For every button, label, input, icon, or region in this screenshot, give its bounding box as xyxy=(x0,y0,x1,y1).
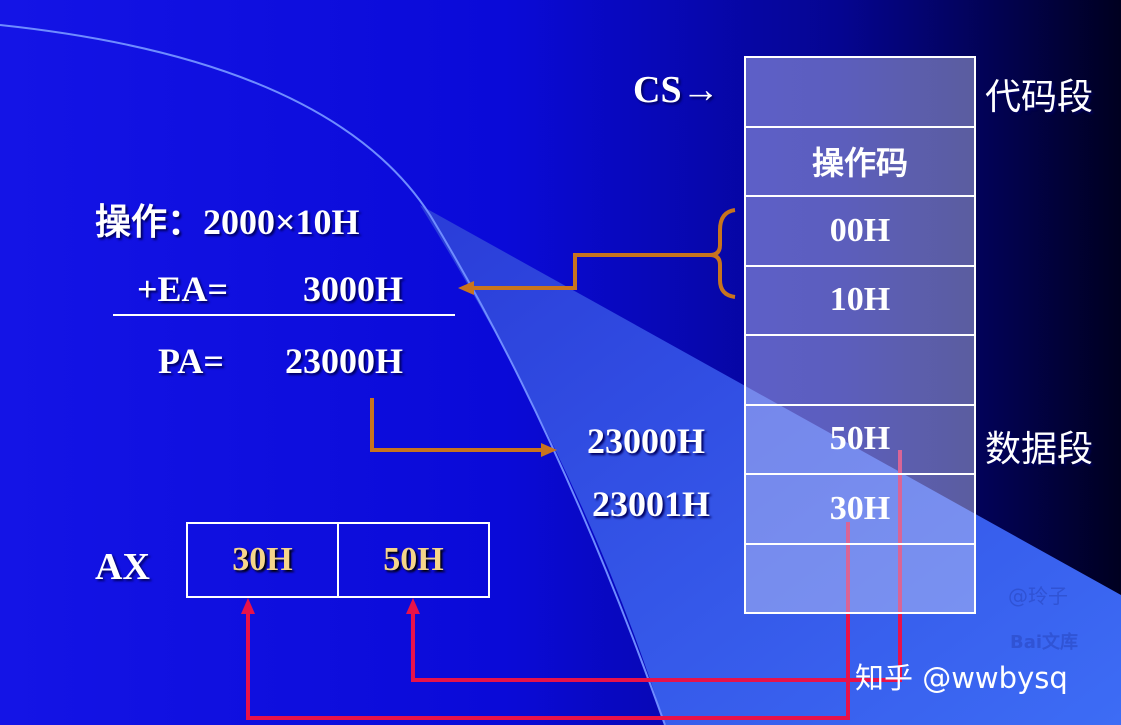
ea-arrowhead xyxy=(458,281,474,295)
memory-cell: 00H xyxy=(746,197,974,267)
calc-line-1: 操作：2000×10H xyxy=(95,202,360,242)
low-byte-arrowhead xyxy=(406,598,420,614)
high-byte-arrowhead xyxy=(241,598,255,614)
address-23001h: 23001H xyxy=(592,484,711,524)
memory-cell xyxy=(746,336,974,406)
light-wedge xyxy=(420,205,1121,725)
pa-value: 23000H xyxy=(285,341,404,381)
ea-label: +EA= xyxy=(137,269,229,309)
memory-cell: 10H xyxy=(746,267,974,336)
memory-table: 操作码 00H 10H 50H 30H xyxy=(744,56,976,614)
memory-cell-opcode: 操作码 xyxy=(746,128,974,197)
memory-cell: 30H xyxy=(746,475,974,545)
memory-cell xyxy=(746,58,974,128)
memory-cell xyxy=(746,545,974,613)
ea-value: 3000H xyxy=(303,269,404,309)
data-segment-label: 数据段 xyxy=(985,429,1094,470)
address-23000h: 23000H xyxy=(587,421,706,461)
ax-high-byte: 30H xyxy=(188,524,339,596)
pa-arrow-line xyxy=(370,398,545,452)
low-byte-line xyxy=(411,450,902,682)
ax-label: AX xyxy=(95,546,150,588)
baidu-watermark: Bai文库 xyxy=(1010,632,1079,653)
pa-arrowhead xyxy=(541,443,557,457)
brace xyxy=(709,208,736,299)
cs-label: CS→ xyxy=(633,69,720,111)
ax-low-byte: 50H xyxy=(383,541,444,578)
faint-watermark: @玲子 xyxy=(1008,584,1068,608)
ax-register: 30H 50H xyxy=(186,522,490,598)
ea-arrow-line xyxy=(470,253,710,290)
memory-cell: 50H xyxy=(746,406,974,475)
arc-line xyxy=(0,24,666,725)
code-segment-label: 代码段 xyxy=(985,77,1094,118)
pa-label: PA= xyxy=(158,341,224,381)
high-byte-line xyxy=(246,522,850,720)
zhihu-watermark: 知乎 @wwbysq xyxy=(855,661,1068,695)
